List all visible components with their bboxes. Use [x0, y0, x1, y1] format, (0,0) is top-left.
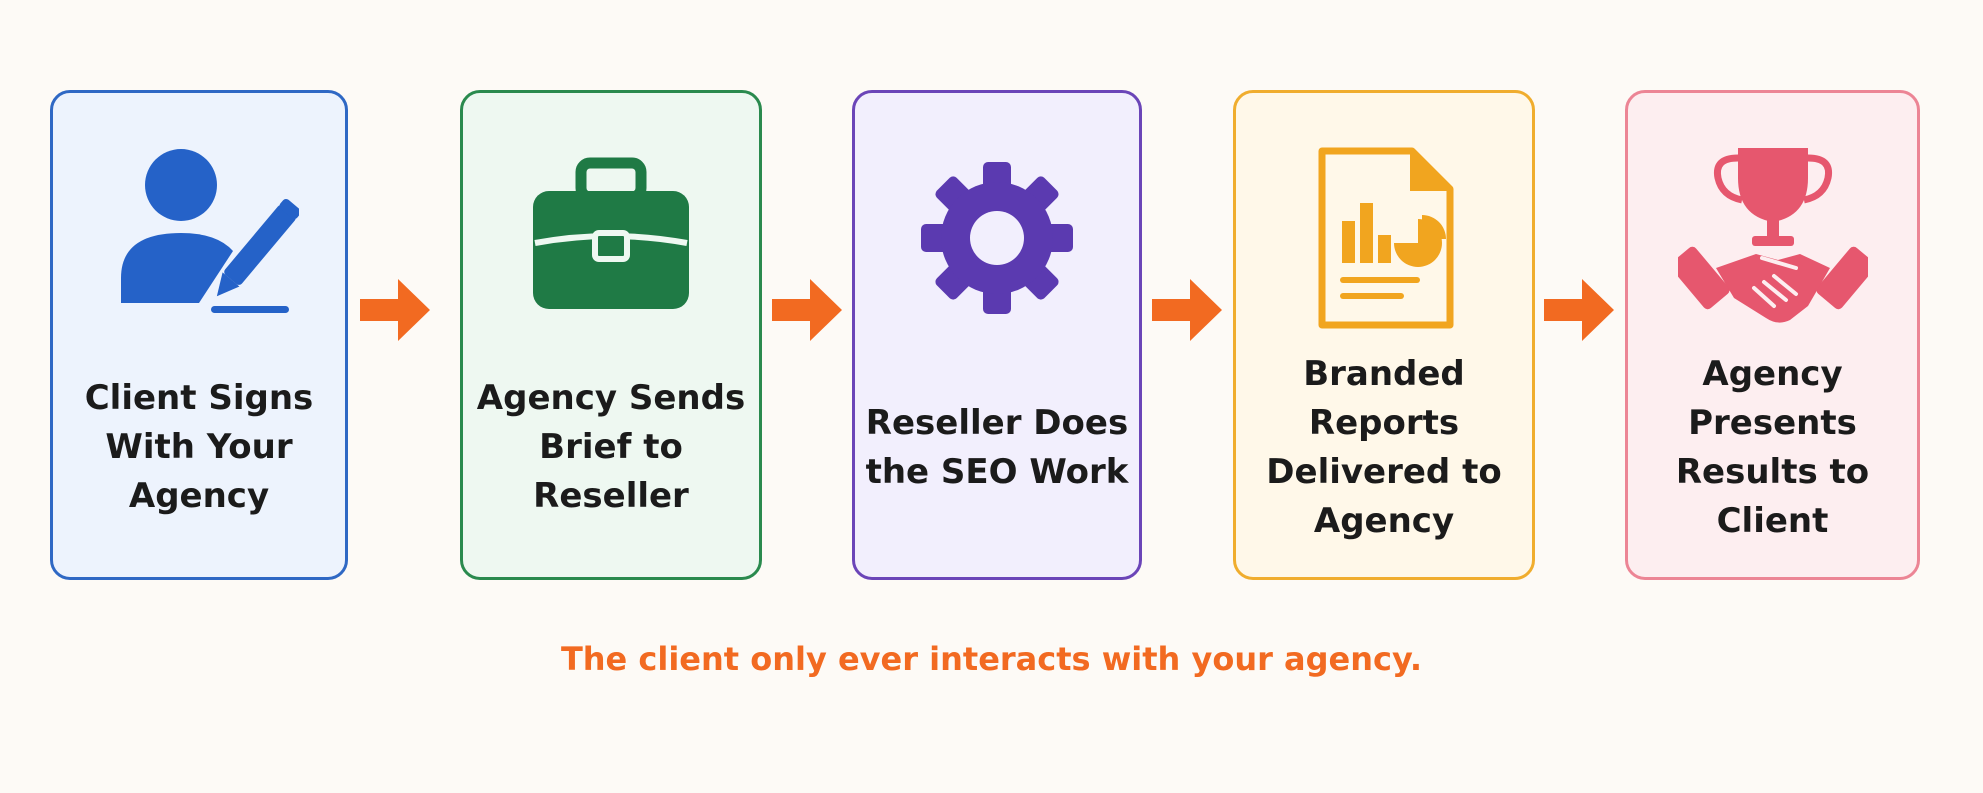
step-card-reseller-seo-work: Reseller Does the SEO Work [852, 90, 1142, 580]
step-card-agency-sends-brief: Agency Sends Brief to Reseller [460, 90, 762, 580]
arrow-right-icon [1152, 279, 1222, 341]
step-card-branded-reports: Branded Reports Delivered to Agency [1233, 90, 1535, 580]
report-document-icon [1236, 143, 1532, 333]
arrow-right-icon [360, 279, 430, 341]
arrow-right-icon [772, 279, 842, 341]
step-label: Branded Reports Delivered to Agency [1266, 353, 1502, 541]
gear-icon [855, 143, 1139, 333]
step-label: Agency Sends Brief to Reseller [476, 378, 746, 516]
briefcase-icon [463, 143, 759, 333]
footer-caption: The client only ever interacts with your… [560, 640, 1423, 678]
step-card-agency-presents-results: Agency Presents Results to Client [1625, 90, 1920, 580]
user-signing-icon [53, 143, 345, 333]
arrow-right-icon [1544, 279, 1614, 341]
step-card-client-signs: Client Signs With Your Agency [50, 90, 348, 580]
step-label: Reseller Does the SEO Work [865, 402, 1129, 492]
trophy-handshake-icon [1628, 143, 1917, 333]
step-label: Agency Presents Results to Client [1675, 353, 1870, 541]
step-label: Client Signs With Your Agency [84, 378, 314, 516]
